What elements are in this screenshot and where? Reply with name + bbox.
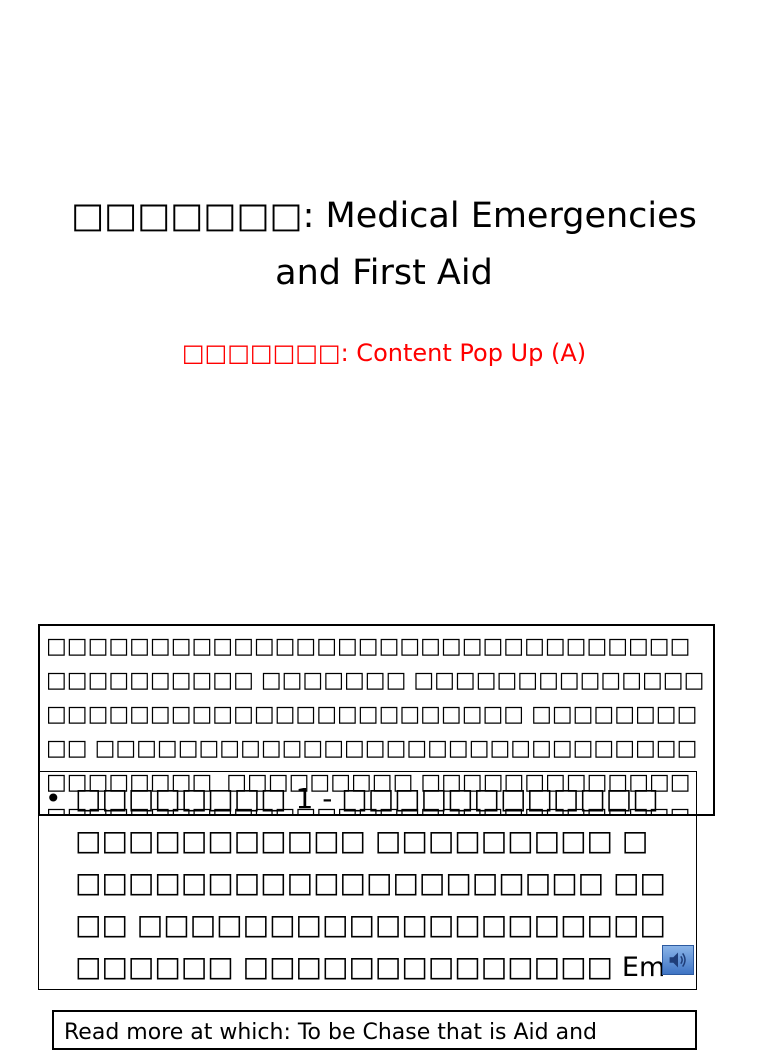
bottom-text: Read more at which: To be Chase that is … <box>64 1020 598 1045</box>
slide-title: □□□□□□□: Medical Emergencies and First A… <box>40 188 728 302</box>
bullet-marker: • <box>45 782 62 815</box>
slide-title-prefix: □□□□□□□ <box>71 196 303 236</box>
speaker-icon <box>669 952 686 968</box>
bullet-text-box: • □□□□□□□□ 1 - □□□□□□□□□□□□□□□□□□□□□□□ □… <box>38 771 697 990</box>
slide-subtitle-prefix: □□□□□□□ <box>181 339 341 367</box>
bullet-item: • □□□□□□□□ 1 - □□□□□□□□□□□□□□□□□□□□□□□ □… <box>45 778 666 989</box>
slide-subtitle-text: : Content Pop Up (A) <box>340 339 587 367</box>
content-popup-text: □□□□□□□□□□□□□□□□□□□□□□□□□□□□□□□□□□□□□□□□… <box>46 634 705 814</box>
slide-title-text: : Medical Emergencies and First Aid <box>275 196 697 293</box>
audio-play-button[interactable] <box>662 945 694 975</box>
content-popup-box: □□□□□□□□□□□□□□□□□□□□□□□□□□□□□□□□□□□□□□□□… <box>38 624 715 816</box>
bottom-text-box: Read more at which: To be Chase that is … <box>52 1010 697 1050</box>
bullet-text-prefix: □□□□□□□□ 1 - □□□□□□□□□□□□□□□□□□□□□□□ □□□… <box>75 782 666 983</box>
slide-subtitle: □□□□□□□: Content Pop Up (A) <box>40 335 728 371</box>
bullet-text-english: Emergencies and First Aid <box>621 952 666 983</box>
